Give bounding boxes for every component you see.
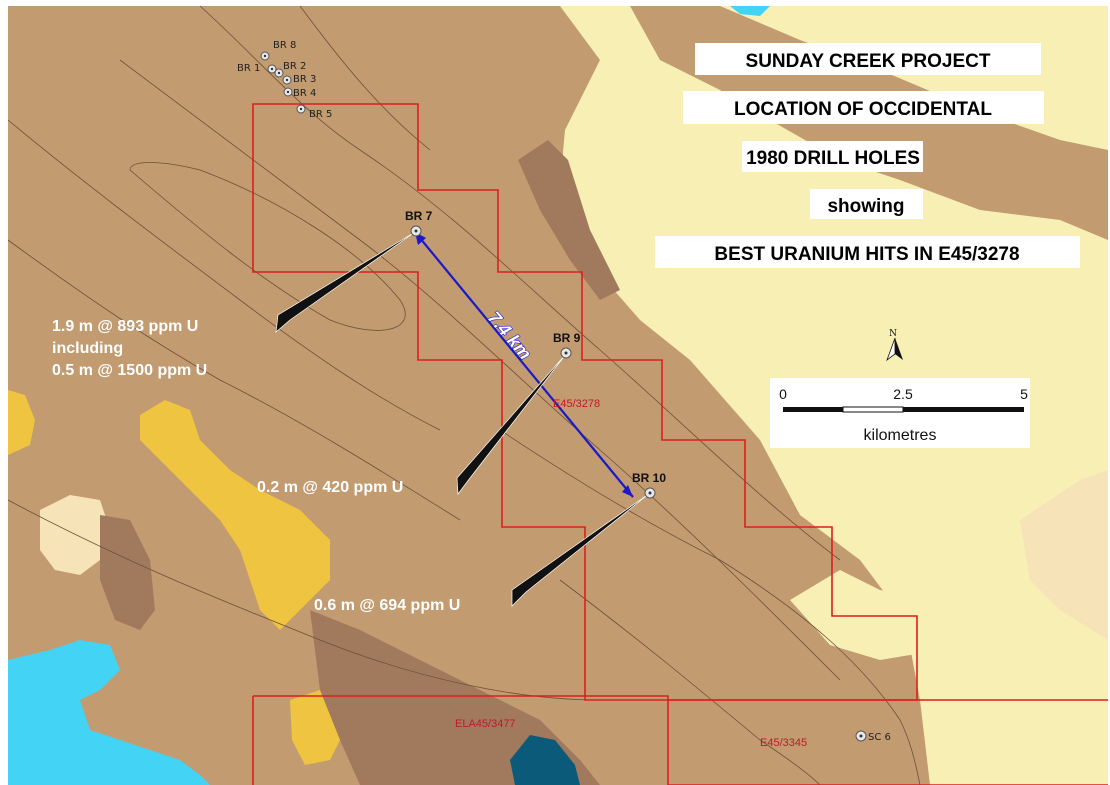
tenement-e45-3278-outline <box>252 103 918 701</box>
drill-hole-br7[interactable] <box>410 225 422 237</box>
water-blue-sw <box>8 640 210 785</box>
scale-tick-2-5: 2.5 <box>893 386 913 402</box>
hole-label-br3: BR 3 <box>293 74 316 85</box>
drill-hole-br10[interactable] <box>644 487 656 499</box>
geology-cream-east-2 <box>1020 470 1108 640</box>
geology-cream-west <box>40 495 110 575</box>
hole-label-br5: BR 5 <box>309 109 332 120</box>
hit-label-br7-line2: including <box>52 340 123 357</box>
drill-hole-sc6[interactable] <box>855 730 867 742</box>
drill-hole-br8[interactable] <box>260 51 270 61</box>
north-arrow: N <box>886 329 903 362</box>
hole-label-br10: BR 10 <box>632 471 666 485</box>
hole-label-br7: BR 7 <box>405 209 433 223</box>
scale-tick-5: 5 <box>1020 386 1028 402</box>
hole-label-br1: BR 1 <box>237 63 260 74</box>
hole-label-br4: BR 4 <box>293 88 316 99</box>
title-line-1: SUNDAY CREEK PROJECT <box>746 51 991 72</box>
hit-label-br9: 0.2 m @ 420 ppm U <box>257 479 403 496</box>
drill-hole-br2[interactable] <box>274 68 284 78</box>
distance-line <box>414 231 634 498</box>
drill-hole-markers <box>260 51 867 742</box>
tenement-label-e45-3278: E45/3278 <box>553 398 600 410</box>
tenement-e45-3345-outline <box>668 699 1108 785</box>
hit-label-br7-line3: 0.5 m @ 1500 ppm U <box>52 362 207 379</box>
title-line-2: LOCATION OF OCCIDENTAL <box>734 99 992 120</box>
tenement-ela45-3477-outline <box>252 695 669 785</box>
drill-hole-br9[interactable] <box>560 347 572 359</box>
tenement-label-ela45-3477: ELA45/3477 <box>455 718 516 730</box>
hole-label-br2: BR 2 <box>283 61 306 72</box>
hole-label-br9: BR 9 <box>553 331 581 345</box>
drill-trace-br10 <box>511 492 651 607</box>
geology-dark-brown-west <box>100 515 155 630</box>
drill-trace-br9 <box>456 353 567 495</box>
map-title: SUNDAY CREEK PROJECT LOCATION OF OCCIDEN… <box>655 43 1080 268</box>
drill-hole-br5[interactable] <box>296 104 306 114</box>
title-line-3: 1980 DRILL HOLES <box>746 148 920 169</box>
geology-gold-west <box>140 400 330 630</box>
drill-hole-br3[interactable] <box>282 75 292 85</box>
scale-unit: kilometres <box>864 427 937 444</box>
drill-hole-br4[interactable] <box>283 87 293 97</box>
hit-label-br7-line1: 1.9 m @ 893 ppm U <box>52 318 198 335</box>
title-line-5: BEST URANIUM HITS IN E45/3278 <box>714 244 1019 265</box>
scale-bar: 0 2.5 5 kilometres <box>770 378 1030 448</box>
title-line-4: showing <box>827 196 904 217</box>
drill-trace-br7 <box>275 231 416 333</box>
geology-cream-east <box>790 480 1108 660</box>
north-letter: N <box>889 329 897 339</box>
tenement-label-e45-3345: E45/3345 <box>760 737 807 749</box>
tenement-boundaries <box>252 103 1108 785</box>
drill-hole-br1[interactable] <box>267 64 277 74</box>
water-dark-south <box>510 735 580 785</box>
distance-arrow-end <box>622 485 633 497</box>
hole-label-sc6: SC 6 <box>868 732 891 743</box>
water-blue-ne <box>730 6 770 16</box>
geology-gold-west-2 <box>8 390 35 455</box>
scale-tick-0: 0 <box>779 386 787 402</box>
hole-label-br8: BR 8 <box>273 40 296 51</box>
geology-dark-brown-band <box>518 140 620 300</box>
hit-label-br10: 0.6 m @ 694 ppm U <box>314 597 460 614</box>
